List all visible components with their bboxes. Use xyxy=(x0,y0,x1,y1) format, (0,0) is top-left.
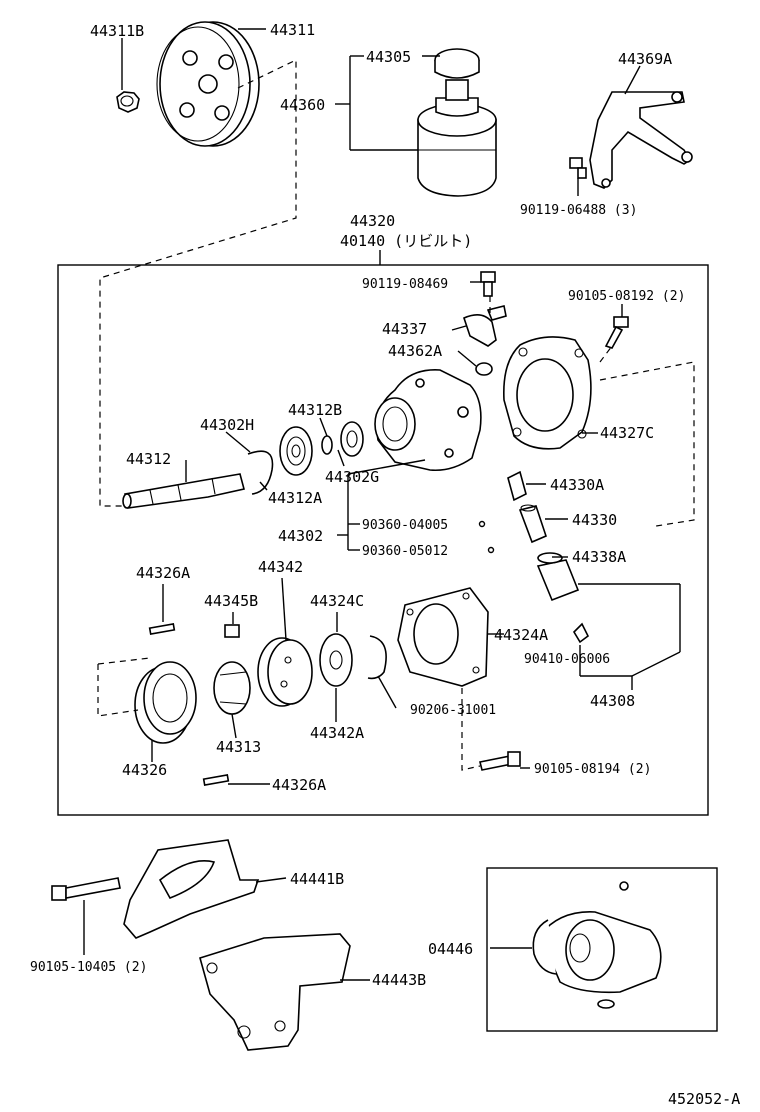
label-44312A: 44312A xyxy=(268,489,322,507)
label-44369A: 44369A xyxy=(618,50,672,68)
plug-44338A xyxy=(536,552,580,602)
label-44312B: 44312B xyxy=(288,401,342,419)
label-44345B: 44345B xyxy=(204,592,258,610)
label-44311: 44311 xyxy=(270,21,315,39)
ring-44302G xyxy=(321,435,333,455)
label-44302G: 44302G xyxy=(325,468,379,486)
washer-44342A xyxy=(319,633,353,687)
label-44360: 44360 xyxy=(280,96,325,114)
label-44324A: 44324A xyxy=(494,626,548,644)
plate-44327C xyxy=(503,336,592,450)
label-44320: 44320 xyxy=(350,212,395,230)
label-44308: 44308 xyxy=(590,692,635,710)
label-44313: 44313 xyxy=(216,738,261,756)
label-44326: 44326 xyxy=(122,761,167,779)
label-90410-06006: 90410-06006 xyxy=(524,652,610,667)
bearing-44312B xyxy=(279,426,313,476)
label-44362A: 44362A xyxy=(388,342,442,360)
snap-ring-44302H xyxy=(247,450,274,495)
bolt-90119-06488 xyxy=(569,157,587,179)
gasket-kit-04446 xyxy=(532,881,662,1009)
shaft-44312 xyxy=(122,473,245,509)
label-44338A: 44338A xyxy=(572,548,626,566)
inset-frame-04446 xyxy=(486,867,718,1032)
label-44443B: 44443B xyxy=(372,971,426,989)
label-90119-06488: 90119-06488 (3) xyxy=(520,203,637,218)
label-44342: 44342 xyxy=(258,558,303,576)
vane-44345B xyxy=(224,624,240,638)
label-44330: 44330 xyxy=(572,511,617,529)
bolt-90105-08192 xyxy=(604,316,629,349)
leader-lines xyxy=(83,28,681,981)
bracket-44369A xyxy=(589,91,693,189)
o-ring-44362A xyxy=(475,362,493,376)
label-44302H: 44302H xyxy=(200,416,254,434)
reservoir-44360 xyxy=(417,48,497,197)
label-04446: 04446 xyxy=(428,940,473,958)
label-44312: 44312 xyxy=(126,450,171,468)
label-40140: 40140 (リビルト) xyxy=(340,232,472,250)
bracket-44441B xyxy=(123,839,260,939)
label-90105-08194: 90105-08194 (2) xyxy=(534,762,651,777)
label-44311B: 44311B xyxy=(90,22,144,40)
label-44327C: 44327C xyxy=(600,424,654,442)
label-44330A: 44330A xyxy=(550,476,604,494)
label-44326A-top: 44326A xyxy=(136,564,190,582)
label-44326A-bottom: 44326A xyxy=(272,776,326,794)
bolt-90105-10405 xyxy=(51,877,121,901)
cam-ring-44342 xyxy=(257,637,313,707)
dashed-lines xyxy=(97,59,695,771)
pump-housing-44302 xyxy=(374,369,482,472)
label-44441B: 44441B xyxy=(290,870,344,888)
label-44324C: 44324C xyxy=(310,592,364,610)
ring-44326 xyxy=(134,661,197,744)
pin-44326A-bottom xyxy=(202,774,230,786)
part-labels: 44311B 44311 44305 44360 44369A 90119-06… xyxy=(30,21,740,1108)
pulley-44311 xyxy=(156,21,260,147)
cover-44324A xyxy=(397,587,489,687)
assembly-frame xyxy=(57,264,709,816)
label-90105-10405: 90105-10405 (2) xyxy=(30,960,147,975)
label-44342A: 44342A xyxy=(310,724,364,742)
valve-44330 xyxy=(518,504,547,544)
pin-44326A-top xyxy=(148,623,176,635)
snap-ring-90206-31001 xyxy=(367,635,387,680)
union-44337 xyxy=(463,305,507,347)
rotor-44313 xyxy=(213,661,251,715)
label-90105-08192: 90105-08192 (2) xyxy=(568,289,685,304)
nut-44311B xyxy=(116,91,140,113)
label-90360-05012: 90360-05012 xyxy=(362,544,448,559)
label-90119-08469: 90119-08469 xyxy=(362,277,448,292)
label-90360-04005: 90360-04005 xyxy=(362,518,448,533)
label-44337: 44337 xyxy=(382,320,427,338)
spring-44330A xyxy=(507,470,527,502)
bolt-90119-08469 xyxy=(480,271,496,297)
label-44305: 44305 xyxy=(366,48,411,66)
bolt-90105-08194 xyxy=(479,751,521,771)
label-90206-31001: 90206-31001 xyxy=(410,703,496,718)
o-ring-90410-06006 xyxy=(572,622,590,644)
bearing-44312A xyxy=(340,421,364,457)
label-44302: 44302 xyxy=(278,527,323,545)
bracket-44443B xyxy=(199,933,351,1051)
diagram-id: 452052-A xyxy=(668,1090,740,1108)
